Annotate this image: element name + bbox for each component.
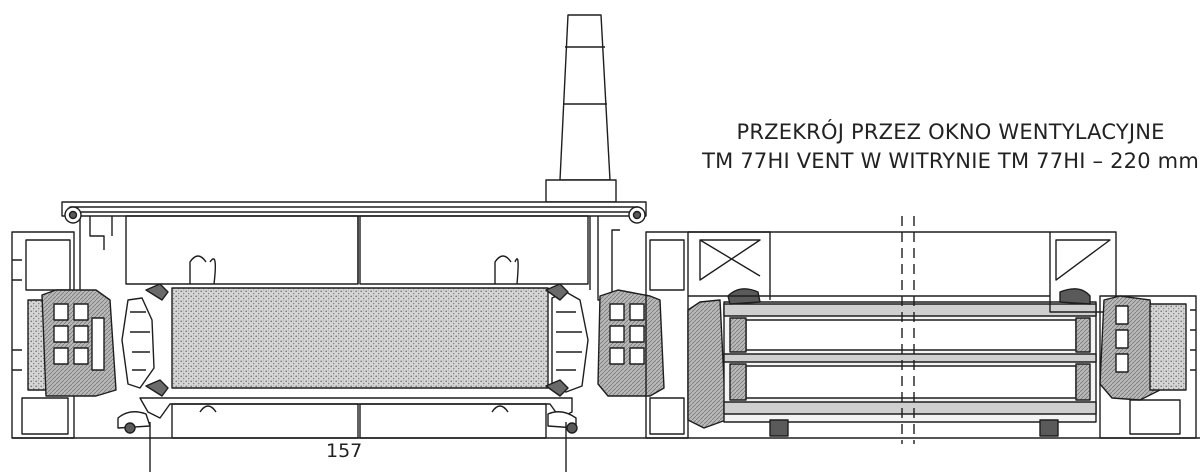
glazing-unit — [723, 288, 1097, 437]
dimension-label: 157 — [326, 440, 363, 462]
bottom-profile — [12, 397, 1200, 439]
insulation-panel — [171, 287, 549, 389]
glazing-guides — [688, 216, 1050, 444]
right-outer-frame — [1049, 231, 1197, 439]
drawing-title: PRZEKRÓJ PRZEZ OKNO WENTYLACYJNE TM 77HI… — [702, 118, 1199, 176]
title-line-2: TM 77HI VENT W WITRYNIE TM 77HI – 220 mm — [702, 149, 1199, 173]
title-line-1: PRZEKRÓJ PRZEZ OKNO WENTYLACYJNE — [736, 120, 1165, 144]
vent-stack — [545, 14, 617, 203]
left-sash — [41, 283, 169, 397]
middle-right-sash — [545, 206, 665, 397]
dimension-line — [149, 422, 567, 472]
